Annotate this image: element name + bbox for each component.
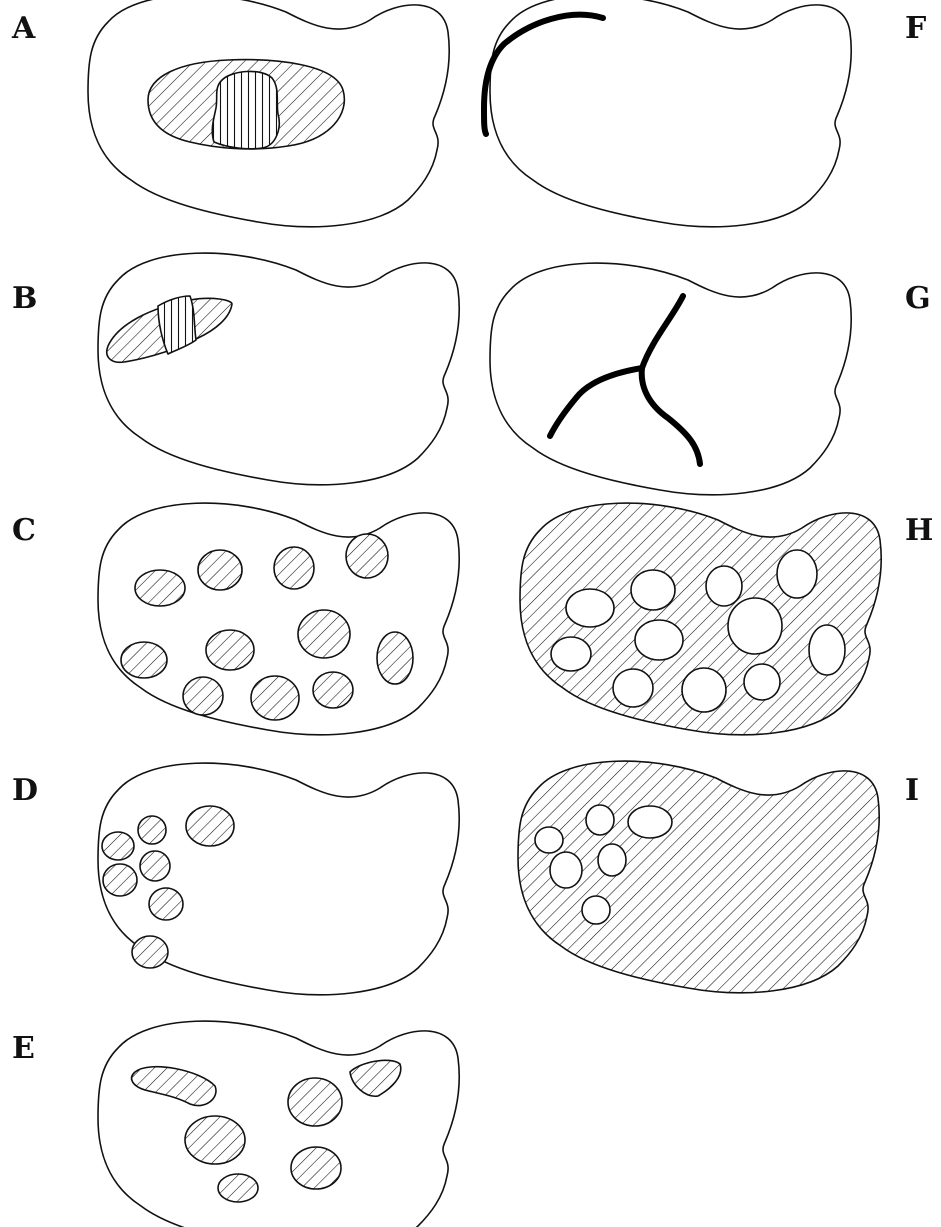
panel-e xyxy=(98,1021,459,1227)
diagonal-patch xyxy=(186,806,234,846)
panel-f xyxy=(484,0,851,227)
unshaded-hole xyxy=(551,637,591,671)
diagonal-patch xyxy=(140,851,170,881)
diagonal-patch xyxy=(291,1147,341,1189)
diagonal-patch xyxy=(132,1067,216,1106)
diagonal-patch xyxy=(135,570,185,606)
unshaded-hole xyxy=(613,669,653,707)
unshaded-hole xyxy=(635,620,683,660)
diagonal-patch xyxy=(183,677,223,715)
diagonal-patch xyxy=(132,936,168,968)
panel-label-b: B xyxy=(12,281,37,316)
diagonal-patch xyxy=(251,676,299,720)
diagonal-patch xyxy=(102,832,134,860)
diagonal-patch xyxy=(149,888,183,920)
diagonal-patch xyxy=(313,672,353,708)
diagonal-patch xyxy=(298,610,350,658)
diagonal-patch xyxy=(198,550,242,590)
barrier-line xyxy=(642,368,700,464)
unshaded-hole xyxy=(744,664,780,700)
landmass-outline xyxy=(98,1021,459,1227)
diagonal-patch xyxy=(346,534,388,578)
unshaded-hole xyxy=(706,566,742,606)
panel-c xyxy=(98,503,459,735)
panel-h xyxy=(520,503,881,735)
panel-g xyxy=(490,263,851,495)
diagonal-patch xyxy=(274,547,314,589)
panel-label-g: G xyxy=(905,281,931,316)
landmass-outline xyxy=(490,263,851,495)
unshaded-hole xyxy=(628,806,672,838)
unshaded-hole xyxy=(809,625,845,675)
diagonal-patch xyxy=(103,864,137,896)
diagonal-patch xyxy=(185,1116,245,1164)
diagonal-patch xyxy=(377,632,413,684)
vertical-patch xyxy=(212,71,279,148)
panel-i xyxy=(518,761,879,993)
panel-a xyxy=(88,0,449,227)
diagonal-patch xyxy=(350,1060,401,1096)
unshaded-hole xyxy=(550,852,582,888)
diagonal-patch xyxy=(288,1078,342,1126)
panel-label-d: D xyxy=(12,773,38,808)
landmass-outline xyxy=(490,0,851,227)
landmass-outline xyxy=(98,253,459,485)
panel-label-c: C xyxy=(12,513,36,548)
unshaded-hole xyxy=(566,589,614,627)
unshaded-hole xyxy=(586,805,614,835)
panel-label-e: E xyxy=(12,1031,35,1066)
unshaded-hole xyxy=(682,668,726,712)
diagonal-patch xyxy=(138,816,166,844)
diagonal-patch xyxy=(206,630,254,670)
panel-d xyxy=(98,763,459,995)
panel-label-h: H xyxy=(905,513,933,548)
diagonal-patch xyxy=(121,642,167,678)
panel-b xyxy=(98,253,459,485)
panel-label-a: A xyxy=(11,11,36,46)
diagonal-patch xyxy=(218,1174,258,1202)
panel-label-i: I xyxy=(905,773,919,808)
unshaded-hole xyxy=(582,896,610,924)
unshaded-hole xyxy=(598,844,626,876)
unshaded-hole xyxy=(535,827,563,853)
unshaded-hole xyxy=(631,570,675,610)
panel-label-f: F xyxy=(905,11,926,46)
unshaded-hole xyxy=(728,598,782,654)
unshaded-hole xyxy=(777,550,817,598)
